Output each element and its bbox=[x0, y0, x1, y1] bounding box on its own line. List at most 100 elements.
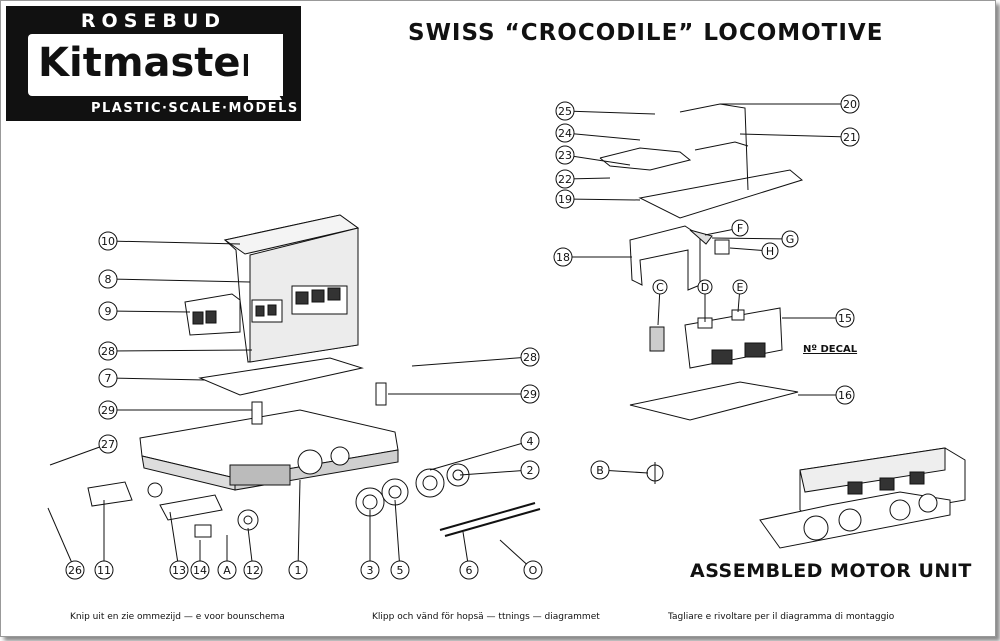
callout-leader-line bbox=[107, 278, 251, 283]
callout-label-28: 28 bbox=[101, 345, 115, 358]
bracket-29-part bbox=[251, 401, 263, 425]
callout-label-6: 6 bbox=[466, 564, 473, 577]
callout-label-C: C bbox=[656, 281, 664, 294]
callout-circle bbox=[520, 460, 540, 480]
callout-label-18: 18 bbox=[556, 251, 570, 264]
callout-leader-line bbox=[739, 133, 851, 138]
callout-circle bbox=[65, 560, 85, 580]
callout-circle bbox=[840, 94, 860, 114]
callout-circle bbox=[555, 145, 575, 165]
callout-label-O: O bbox=[529, 564, 538, 577]
callout-circle bbox=[98, 368, 118, 388]
wheelset-parts bbox=[147, 463, 541, 537]
cab-floor-part bbox=[629, 381, 799, 421]
callout-leader-line bbox=[107, 377, 206, 381]
callout-leader-line bbox=[411, 356, 531, 367]
callout-circle bbox=[555, 189, 575, 209]
callout-circle bbox=[590, 460, 610, 480]
callout-label-29: 29 bbox=[523, 388, 537, 401]
callout-label-A: A bbox=[223, 564, 231, 577]
callout-circle bbox=[94, 560, 114, 580]
callout-label-29: 29 bbox=[101, 404, 115, 417]
callout-label-H: H bbox=[766, 245, 774, 258]
callout-label-22: 22 bbox=[558, 173, 572, 186]
callout-label-16: 16 bbox=[838, 389, 852, 402]
footer-swedish: Klipp och vänd för hopsä — ttnings — dia… bbox=[372, 612, 600, 622]
callout-circle bbox=[555, 123, 575, 143]
pivot-pin-part bbox=[646, 462, 664, 484]
callout-circle bbox=[98, 434, 118, 454]
callout-leader-line bbox=[394, 499, 401, 571]
callout-label-25: 25 bbox=[558, 105, 572, 118]
callout-circle bbox=[459, 560, 479, 580]
callout-circle bbox=[781, 230, 799, 248]
callout-circle bbox=[243, 560, 263, 580]
callout-label-2: 2 bbox=[527, 464, 534, 477]
callout-label-10: 10 bbox=[101, 235, 115, 248]
callout-circle bbox=[98, 231, 118, 251]
callout-label-F: F bbox=[737, 222, 743, 235]
callout-leader-line bbox=[297, 479, 301, 571]
bogie-cross-part bbox=[87, 481, 223, 538]
callout-label-15: 15 bbox=[838, 312, 852, 325]
logo-brand-panel: Kitmaster bbox=[28, 34, 283, 96]
callout-leader-line bbox=[711, 237, 791, 240]
callout-circle bbox=[732, 279, 748, 295]
callout-circle bbox=[390, 560, 410, 580]
callout-label-24: 24 bbox=[558, 127, 572, 140]
assembled-caption: ASSEMBLED MOTOR UNIT bbox=[690, 560, 972, 582]
callout-circle bbox=[835, 385, 855, 405]
callout-circle bbox=[520, 347, 540, 367]
callout-leader-line bbox=[169, 511, 180, 571]
callout-circle bbox=[98, 301, 118, 321]
callout-circle bbox=[98, 400, 118, 420]
cab-side-part bbox=[649, 307, 783, 369]
callout-leader-line bbox=[49, 443, 109, 466]
callout-circle bbox=[555, 101, 575, 121]
kitmaster-logo: ROSEBUD Kitmaster PLASTIC·SCALE·MODELS bbox=[6, 6, 301, 121]
callout-circle bbox=[217, 560, 237, 580]
callout-leader-line bbox=[459, 469, 531, 476]
callout-circle bbox=[697, 279, 713, 295]
callout-label-3: 3 bbox=[367, 564, 374, 577]
callout-circle bbox=[731, 219, 749, 237]
bracket-29b-part bbox=[375, 382, 387, 406]
callout-circle bbox=[761, 242, 779, 260]
footer-italian: Tagliare e rivoltare per il diagramma di… bbox=[668, 612, 895, 622]
callout-circle bbox=[652, 279, 668, 295]
callout-label-4: 4 bbox=[527, 435, 534, 448]
end-cab-part bbox=[184, 293, 241, 336]
hood-body-part bbox=[223, 214, 360, 363]
callout-label-5: 5 bbox=[397, 564, 404, 577]
footer-dutch: Knip uit en zie ommezijd — e voor bounsc… bbox=[70, 612, 285, 622]
logo-brand-text: Kitmaster bbox=[38, 40, 261, 86]
logo-tagline: PLASTIC·SCALE·MODELS bbox=[91, 101, 299, 116]
callout-label-B: B bbox=[596, 464, 604, 477]
callout-circle bbox=[520, 384, 540, 404]
callout-label-21: 21 bbox=[843, 131, 857, 144]
callout-label-D: D bbox=[701, 281, 709, 294]
callout-leader-line bbox=[429, 440, 531, 471]
callout-circle bbox=[555, 169, 575, 189]
chassis-frame-part bbox=[139, 409, 399, 491]
callout-leader-line bbox=[564, 132, 641, 141]
callout-circle bbox=[98, 341, 118, 361]
cab-end-part bbox=[629, 225, 730, 291]
callout-circle bbox=[840, 127, 860, 147]
callout-label-28: 28 bbox=[523, 351, 537, 364]
callout-label-1: 1 bbox=[295, 564, 302, 577]
callout-label-23: 23 bbox=[558, 149, 572, 162]
callout-label-13: 13 bbox=[172, 564, 186, 577]
callout-label-7: 7 bbox=[105, 372, 112, 385]
logo-rosebud-text: ROSEBUD bbox=[80, 10, 227, 32]
callout-label-26: 26 bbox=[68, 564, 82, 577]
callout-leader-line bbox=[47, 507, 76, 571]
callout-leader-line bbox=[564, 110, 656, 115]
roof-panel-part bbox=[599, 103, 804, 219]
callout-label-19: 19 bbox=[558, 193, 572, 206]
callout-circle bbox=[360, 560, 380, 580]
callout-label-9: 9 bbox=[105, 305, 112, 318]
callout-circle bbox=[553, 247, 573, 267]
callout-circle bbox=[835, 308, 855, 328]
assembled-motor-unit bbox=[759, 447, 966, 549]
